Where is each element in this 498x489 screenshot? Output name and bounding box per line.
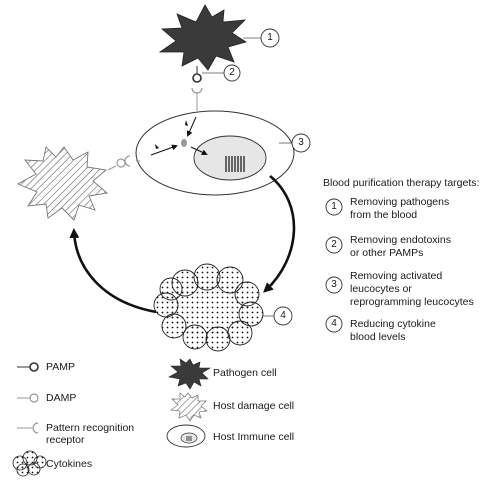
signal-arrow-b [150,144,178,156]
signal-arrow-c [190,146,208,156]
target-2-line1: Removing endotoxins [350,234,451,246]
marker-4-label: 4 [280,310,286,321]
signal-vesicle [181,139,187,147]
legend-immune-cell-label: Host Immune cell [213,431,295,443]
target-1-num: 1 [331,201,337,212]
receptor-left [124,155,131,167]
arrow-cytokines-to-damage [69,228,157,314]
pamp-symbol [192,73,202,83]
target-3-line3: reprogramming leucocytes [350,296,474,308]
legend-cytokines-icon [12,450,47,477]
target-2-line2: or other PAMPs [350,247,424,259]
pathogen-cell [158,4,247,71]
marker-3-circle [291,133,311,153]
marker-4-circle [273,306,293,326]
immune-cell-nucleus [193,135,267,181]
legend-damage-cell-label: Host damage cell [213,400,295,412]
target-3-line2: leucocytes or [350,283,412,295]
legend-damp-icon [17,393,39,403]
target-4-circle [325,315,343,333]
arrow-immune-to-cytokines [263,174,296,293]
target-3-num: 3 [331,279,337,290]
target-3-line1: Removing activated [350,270,443,282]
signal-mark-1 [185,120,188,126]
legend-damage-cell-icon [170,392,208,422]
legend-cytokines-label: Cytokines [46,458,93,470]
signal-mark-2 [155,144,159,149]
legend-pathogen-label: Pathogen cell [213,367,277,379]
target-4-line1: Reducing cytokine [350,318,436,330]
signal-arrow-a [186,116,197,137]
marker-2-label: 2 [229,67,235,78]
cytokine-cloud [153,263,264,352]
target-3-circle [325,276,343,294]
target-1-circle [325,198,343,216]
target-1-line2: from the blood [350,209,418,221]
target-4-line2: blood levels [350,331,406,343]
marker-3-label: 3 [298,137,304,148]
damp-stalk [107,165,117,171]
marker-1-label: 1 [267,32,273,43]
receptor-top [191,87,203,94]
damp-symbol [116,158,126,168]
targets-title: Blood purification therapy targets: [323,177,480,189]
target-2-num: 2 [331,239,337,250]
legend-prr-label-1: Pattern recognition [46,422,135,434]
legend-pamp-label: PAMP [46,361,75,373]
marker-1-circle [260,28,280,48]
target-2-circle [325,236,343,254]
legend-immune-cell-icon [166,424,206,448]
legend-pamp-icon [17,362,39,372]
marker-2-circle [223,64,241,82]
target-4-num: 4 [331,318,337,329]
target-1-line1: Removing pathogens [350,196,450,208]
legend-pathogen-icon [168,358,212,390]
legend-prr-label-2: receptor [46,434,85,446]
legend-damp-label: DAMP [46,392,77,404]
host-damage-cell [16,146,109,221]
dna-bars [225,156,245,172]
legend-receptor-icon [17,422,39,434]
